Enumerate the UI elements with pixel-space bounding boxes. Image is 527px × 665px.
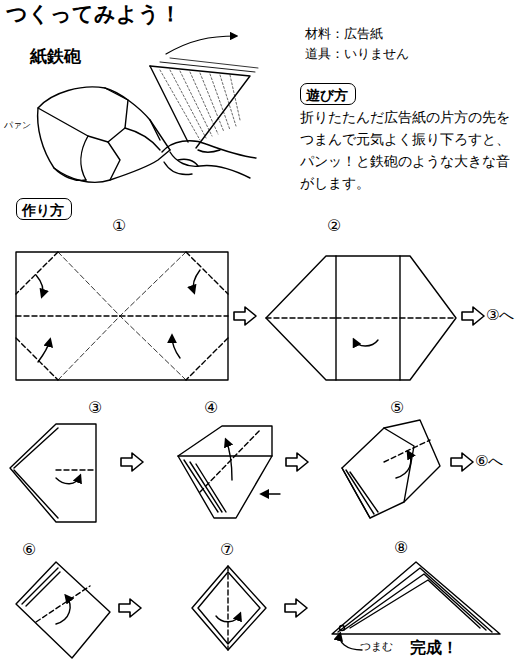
step-4-folded xyxy=(178,426,280,518)
step-number: ③ xyxy=(88,398,102,417)
sound-effect: パァン xyxy=(4,120,31,131)
play-instructions: 折りたたんだ広告紙の片方の先をつまんで元気よく振り下ろすと、パンッ！と鉄砲のよう… xyxy=(300,106,522,194)
step-number: ⑤ xyxy=(390,398,404,417)
heading-box: 遊び方 xyxy=(300,83,356,105)
step-number: ⑧ xyxy=(394,538,408,557)
continue-note: ③へ xyxy=(486,306,514,324)
continue-note: ⑥へ xyxy=(475,452,503,470)
step-number: ⑥ xyxy=(22,540,36,559)
page-title: つくってみよう！ xyxy=(6,2,181,27)
heading-text: 遊び方 xyxy=(306,87,348,103)
step-5-folded xyxy=(342,420,440,518)
pinch-note: つまむ xyxy=(360,640,393,653)
step-2-hexagon xyxy=(266,256,456,380)
heading-text: 作り方 xyxy=(22,202,64,218)
step-number: ⑦ xyxy=(220,540,234,559)
step-number: ① xyxy=(112,216,126,235)
tools-note: 道具：いりません xyxy=(305,46,409,62)
heading-box: 作り方 xyxy=(16,198,72,220)
step-7-diamond xyxy=(192,566,266,650)
material-note: 材料：広告紙 xyxy=(305,26,383,42)
item-name: 紙鉄砲 xyxy=(30,46,81,66)
step-8-finished xyxy=(332,562,500,650)
complete-note: 完成！ xyxy=(410,638,458,657)
step-number: ④ xyxy=(204,398,218,417)
step-number: ② xyxy=(327,216,341,235)
step-6-square xyxy=(16,562,110,658)
step-1-sheet xyxy=(16,252,228,380)
step-3-folded xyxy=(10,424,96,522)
